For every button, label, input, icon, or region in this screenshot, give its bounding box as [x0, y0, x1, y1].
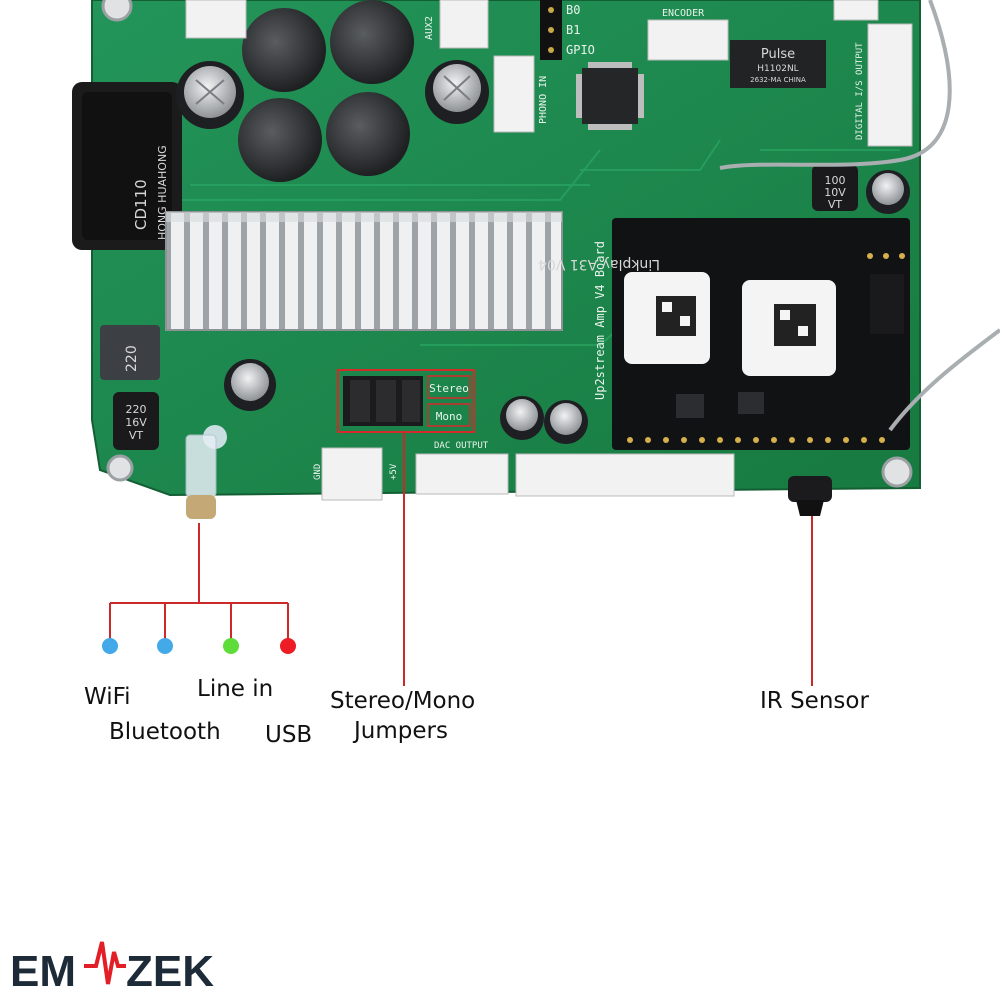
svg-text:Linkplay A31 V04: Linkplay A31 V04: [538, 256, 660, 272]
jumpers-label: Jumpers: [354, 718, 448, 744]
line-in-indicator-dot: [223, 638, 239, 654]
electrolytic-capacitor: [866, 170, 910, 214]
heatsink: [165, 211, 563, 331]
silk-phono: PHONO IN: [538, 76, 549, 124]
silk-encoder: ENCODER: [662, 8, 705, 19]
stereo-mono-label: Stereo/Mono: [330, 688, 476, 714]
bluetooth-indicator-dot: [157, 638, 173, 654]
wifi-module: Linkplay A31 V04: [538, 218, 910, 450]
svg-text:16V: 16V: [125, 416, 147, 429]
board-name: Up2stream Amp V4 Board: [593, 241, 607, 400]
silk-digital: DIGITAL I/S OUTPUT: [855, 42, 865, 140]
electrolytic-capacitor: [500, 396, 544, 440]
brand-logo: EM ZEK: [10, 941, 214, 996]
svg-text:220: 220: [126, 403, 147, 416]
svg-text:10V: 10V: [824, 186, 846, 199]
qr-label: [742, 280, 836, 376]
svg-text:GND: GND: [313, 464, 323, 480]
line-in-label: Line in: [197, 676, 274, 702]
wifi-indicator-dot: [102, 638, 118, 654]
coil-label: CD110: [132, 179, 150, 230]
coil-component: CD110 HONG HUAHONG: [72, 82, 182, 250]
gpio-header: B0 B1 GPIO: [540, 0, 595, 60]
electrolytic-capacitor: [544, 400, 588, 444]
svg-text:+5V: +5V: [389, 463, 399, 480]
ir-sensor: [788, 476, 832, 516]
mounting-hole: [106, 454, 134, 482]
bottom-connectors: GND +5V DAC OUTPUT: [313, 441, 735, 501]
ethernet-transformer: Pulse H1102NL 2632-MA CHINA: [730, 40, 826, 88]
svg-text:VT: VT: [129, 429, 144, 442]
jumper-stereo-label: Stereo: [429, 382, 469, 395]
svg-text:DAC OUTPUT: DAC OUTPUT: [434, 441, 489, 451]
antenna-cable: [888, 328, 1000, 432]
power-capacitors: [238, 0, 414, 182]
usb-indicator-dot: [280, 638, 296, 654]
main-chip: [576, 62, 644, 130]
wifi-label: WiFi: [84, 684, 131, 710]
svg-text:ZEK: ZEK: [126, 947, 214, 996]
svg-text:B0: B0: [566, 3, 580, 17]
stereo-mono-jumpers: Stereo Mono: [337, 369, 475, 433]
bluetooth-label: Bluetooth: [109, 719, 221, 745]
antenna-cable: [719, 0, 952, 170]
svg-text:2632-MA CHINA: 2632-MA CHINA: [750, 76, 806, 84]
connector: [185, 0, 913, 147]
svg-text:Pulse: Pulse: [761, 47, 795, 62]
svg-text:100: 100: [825, 174, 846, 187]
mounting-hole: [881, 456, 913, 488]
svg-text:EM: EM: [10, 947, 76, 996]
silk-aux: AUX2: [424, 16, 435, 40]
callout-leaders: [109, 432, 813, 686]
svg-text:H1102NL: H1102NL: [757, 64, 798, 74]
mounting-hole: [101, 0, 133, 22]
qr-label: [624, 272, 710, 364]
electrolytic-capacitor-labeled: 220 16V VT: [113, 392, 159, 450]
svg-text:GPIO: GPIO: [566, 43, 595, 57]
svg-text:220: 220: [124, 345, 140, 372]
electrolytic-capacitor-labeled: 100 10V VT: [812, 165, 858, 211]
ir-sensor-label: IR Sensor: [760, 688, 869, 714]
electrolytic-capacitor: [176, 61, 244, 129]
jumper-mono-label: Mono: [436, 410, 463, 423]
status-led: [185, 425, 227, 519]
svg-text:VT: VT: [828, 198, 843, 211]
electrolytic-capacitor: [224, 359, 276, 411]
svg-text:B1: B1: [566, 23, 580, 37]
electrolytic-capacitor: [425, 60, 489, 124]
usb-label: USB: [265, 722, 313, 748]
power-inductor: 220: [100, 325, 160, 380]
